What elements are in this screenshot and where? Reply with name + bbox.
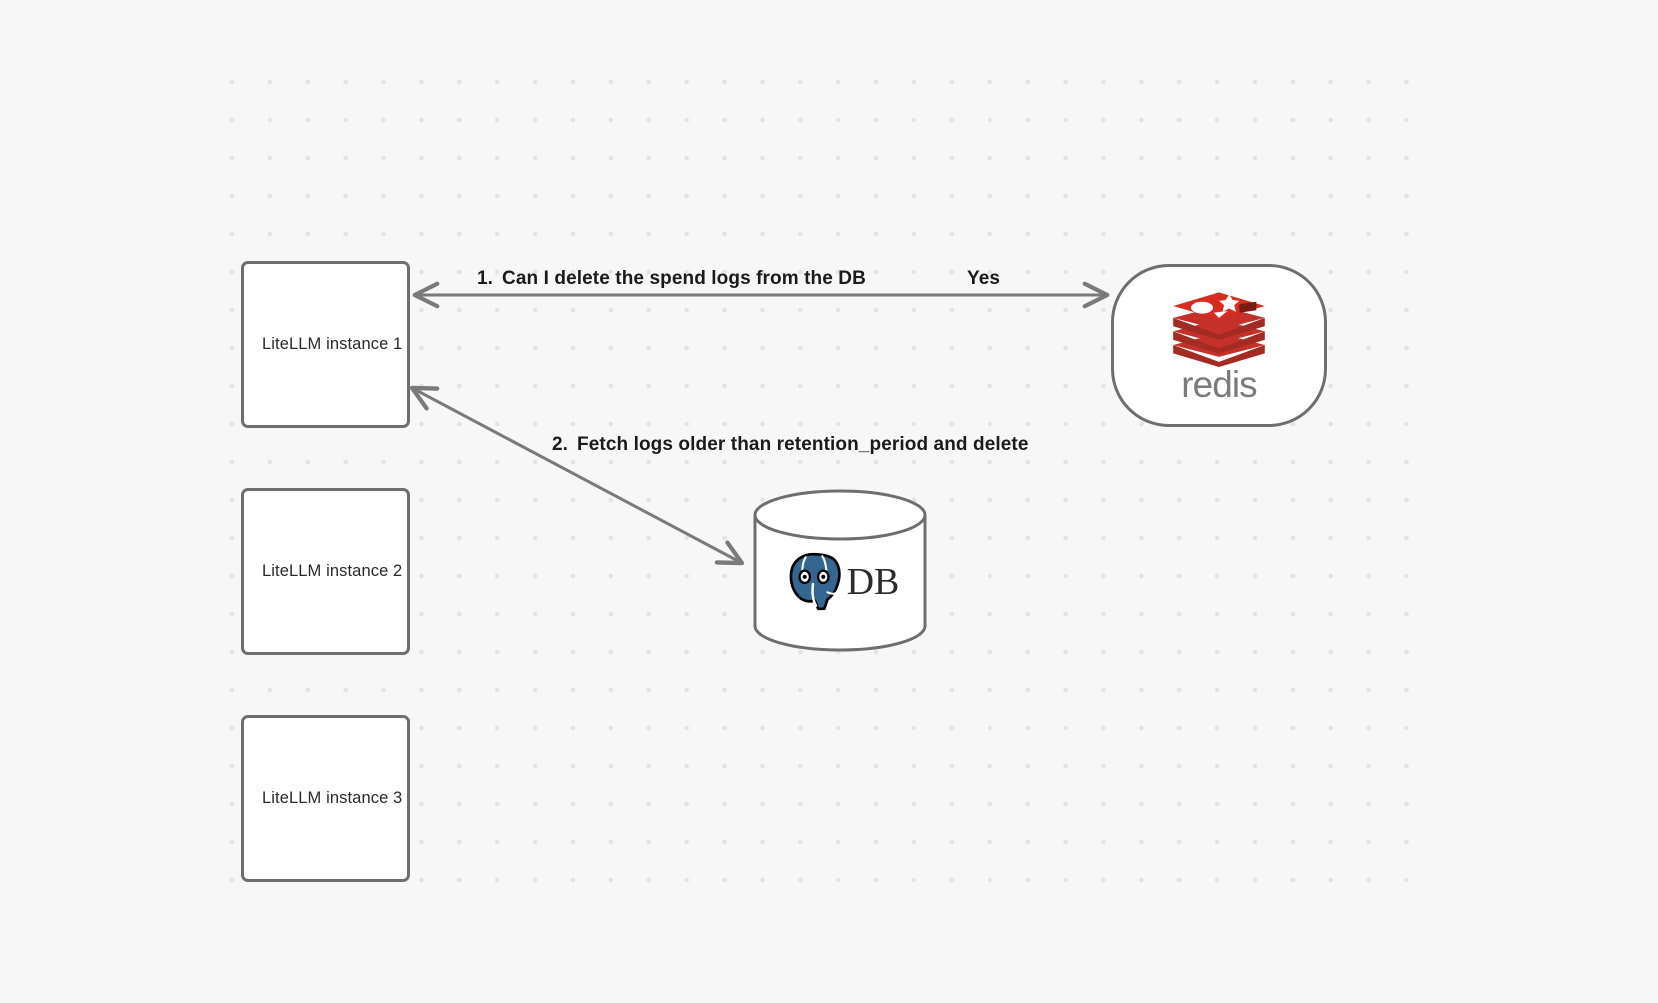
edge-1-label: 1. Can I delete the spend logs from the D… xyxy=(477,268,866,290)
node-litellm-instance-1[interactable]: LiteLLM instance 1 xyxy=(241,261,410,428)
edge-1-step-number: 1. xyxy=(477,268,494,289)
node-litellm-instance-2-label: LiteLLM instance 2 xyxy=(262,562,403,580)
node-litellm-instance-2[interactable]: LiteLLM instance 2 xyxy=(241,488,410,655)
edge-1-reply-label: Yes xyxy=(967,268,1001,289)
db-label: DB xyxy=(846,560,900,603)
redis-logo-icon xyxy=(1173,291,1265,367)
postgres-elephant-icon xyxy=(787,550,843,612)
edge-2-step-number: 2. xyxy=(552,434,569,455)
edge-2-label: 2. Fetch logs older than retention_period… xyxy=(552,434,1029,456)
edge-2-label-text: Fetch logs older than retention_period a… xyxy=(577,434,1029,455)
node-litellm-instance-1-label: LiteLLM instance 1 xyxy=(262,335,403,353)
node-redis[interactable]: redis xyxy=(1111,264,1327,427)
node-database[interactable]: DB xyxy=(752,489,928,652)
edge-1-label-text: Can I delete the spend logs from the DB xyxy=(502,268,866,289)
node-litellm-instance-3-label: LiteLLM instance 3 xyxy=(262,789,403,807)
svg-text:redis: redis xyxy=(1181,365,1257,405)
redis-wordmark-text: redis xyxy=(1181,365,1258,405)
db-content: DB xyxy=(752,489,928,652)
edge-litellm1-db xyxy=(409,385,745,566)
node-litellm-instance-3[interactable]: LiteLLM instance 3 xyxy=(241,715,410,882)
